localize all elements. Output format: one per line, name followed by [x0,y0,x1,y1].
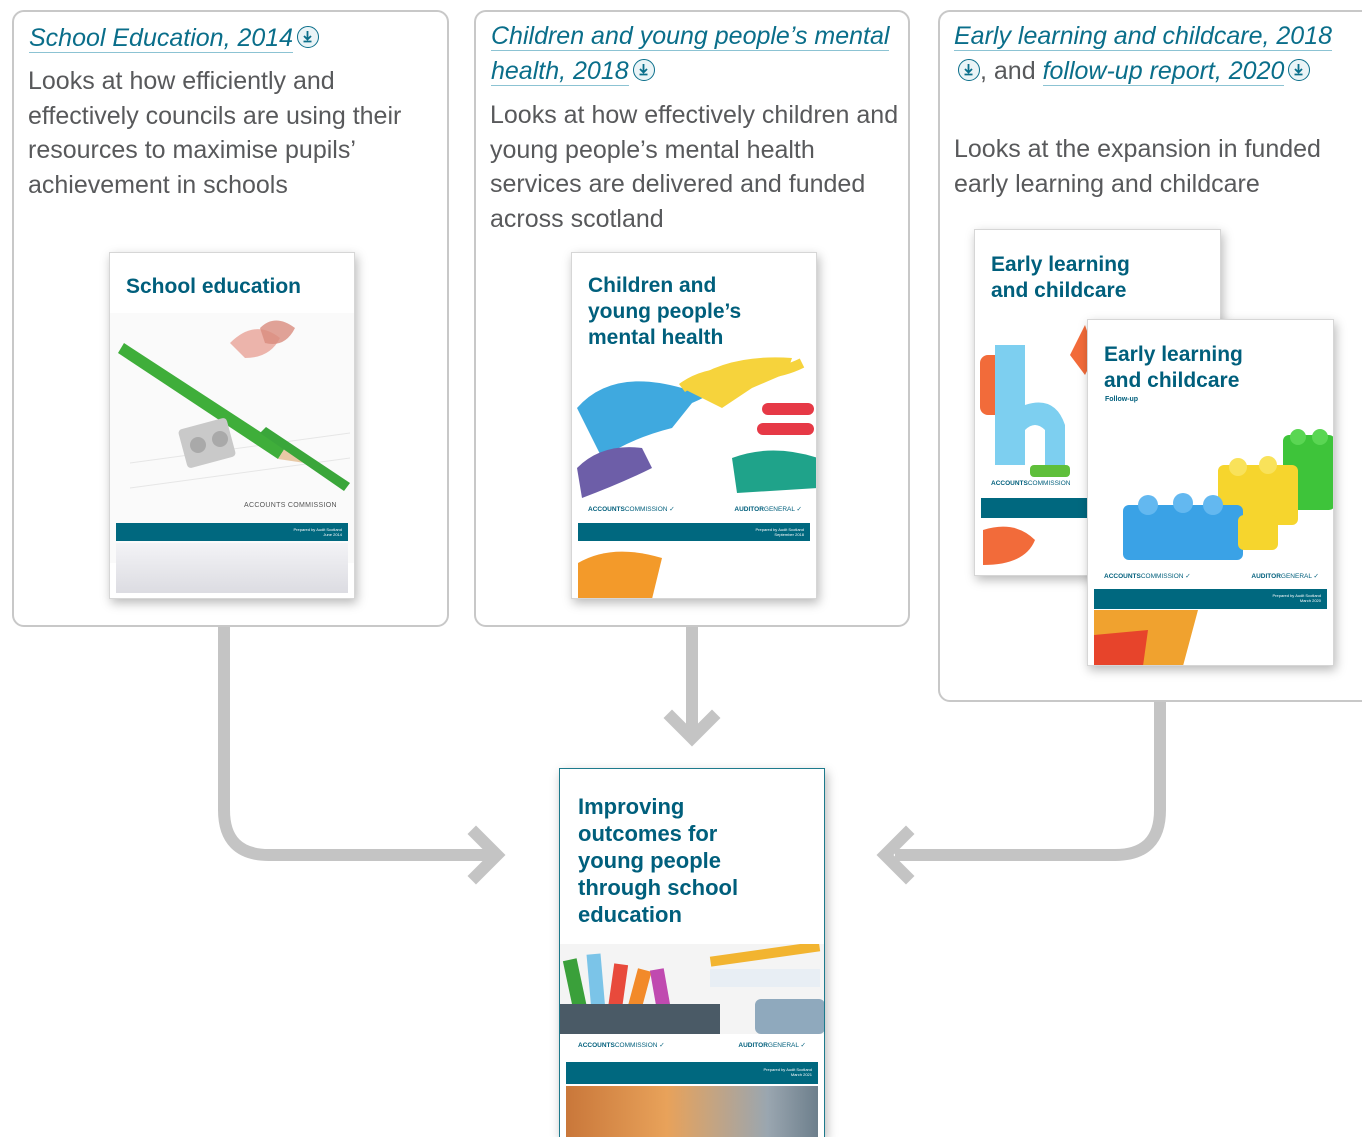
report-cover-improving-outcomes: Improving outcomes for young people thro… [559,768,825,1137]
arrow-head-icon [663,709,721,747]
card-title: Early learning and childcare, 2018, and … [954,19,1349,89]
cover-logos: ACCOUNTSCOMMISSION [991,480,1071,487]
download-icon[interactable] [1288,59,1311,81]
card-description: Looks at how effectively children and yo… [490,101,899,233]
cover-footer-photo [116,543,348,593]
stationery-illustration [560,944,824,1034]
report-cover-school-education: School education ACCOUNTS COMMISSION Pre… [109,252,355,599]
pencil-illustration [110,313,354,563]
card-description: Looks at the expansion in funded early l… [954,135,1321,198]
letters-illustration [980,325,1095,477]
report-cover-early-learning-follow-up: Early learning and childcare Follow-up A… [1087,319,1334,666]
cover-subtitle: Follow-up [1105,396,1139,403]
report-link-follow-up[interactable]: follow-up report, 2020 [1042,57,1285,86]
report-link-school-education[interactable]: School Education, 2014 [29,24,294,53]
arrow-head-icon [876,825,915,885]
arrow-from-school-education [218,626,495,861]
report-link-early-learning[interactable]: Early learning and childcare, 2018 [954,22,1333,51]
hands-illustration [577,357,816,498]
cover-title: Improving outcomes for young people thro… [578,794,739,927]
arrow-from-early-learning [895,700,1166,861]
cover-logos: ACCOUNTSCOMMISSION ✓ AUDITORGENERAL ✓ [578,1042,806,1049]
blocks-illustration [1123,429,1333,560]
cover-title: Early learning and childcare [1104,343,1243,392]
cover-footer-graphic [983,526,1035,565]
card-school-education: School Education, 2014 Looks at how effi… [12,10,449,627]
report-link-label: School Education, 2014 [29,24,294,52]
arrow-head-icon [467,825,506,885]
cover-logo: ACCOUNTS COMMISSION [244,502,337,509]
report-link-label: Early learning and childcare, 2018 [954,22,1333,50]
card-title: School Education, 2014 [29,21,439,56]
card-description: Looks at how efficiently and effectively… [28,67,402,199]
cover-footer-graphic [578,551,662,598]
report-link-mental-health[interactable]: Children and young people’s mental healt… [491,22,890,86]
download-icon[interactable] [297,26,320,48]
download-icon[interactable] [958,59,980,81]
report-cover-mental-health: Children and young people’s mental healt… [571,252,817,599]
cover-title: Early learning and childcare [991,253,1130,302]
cover-footer-graphic [1094,610,1198,665]
report-link-label: Children and young people’s mental healt… [491,22,890,85]
card-title: Children and young people’s mental healt… [491,19,901,89]
title-joiner: , and [980,57,1036,85]
cover-logos: ACCOUNTSCOMMISSION ✓ AUDITORGENERAL ✓ [588,506,802,513]
card-early-learning: Early learning and childcare, 2018, and … [938,10,1362,702]
cover-footer-photo [566,1086,818,1137]
cover-title: School education [126,275,302,298]
download-icon[interactable] [632,59,655,81]
card-mental-health: Children and young people’s mental healt… [474,10,910,627]
cover-logos: ACCOUNTSCOMMISSION ✓ AUDITORGENERAL ✓ [1104,573,1319,580]
cover-title: Children and young people’s mental healt… [588,274,742,349]
report-link-label: follow-up report, 2020 [1042,57,1285,85]
